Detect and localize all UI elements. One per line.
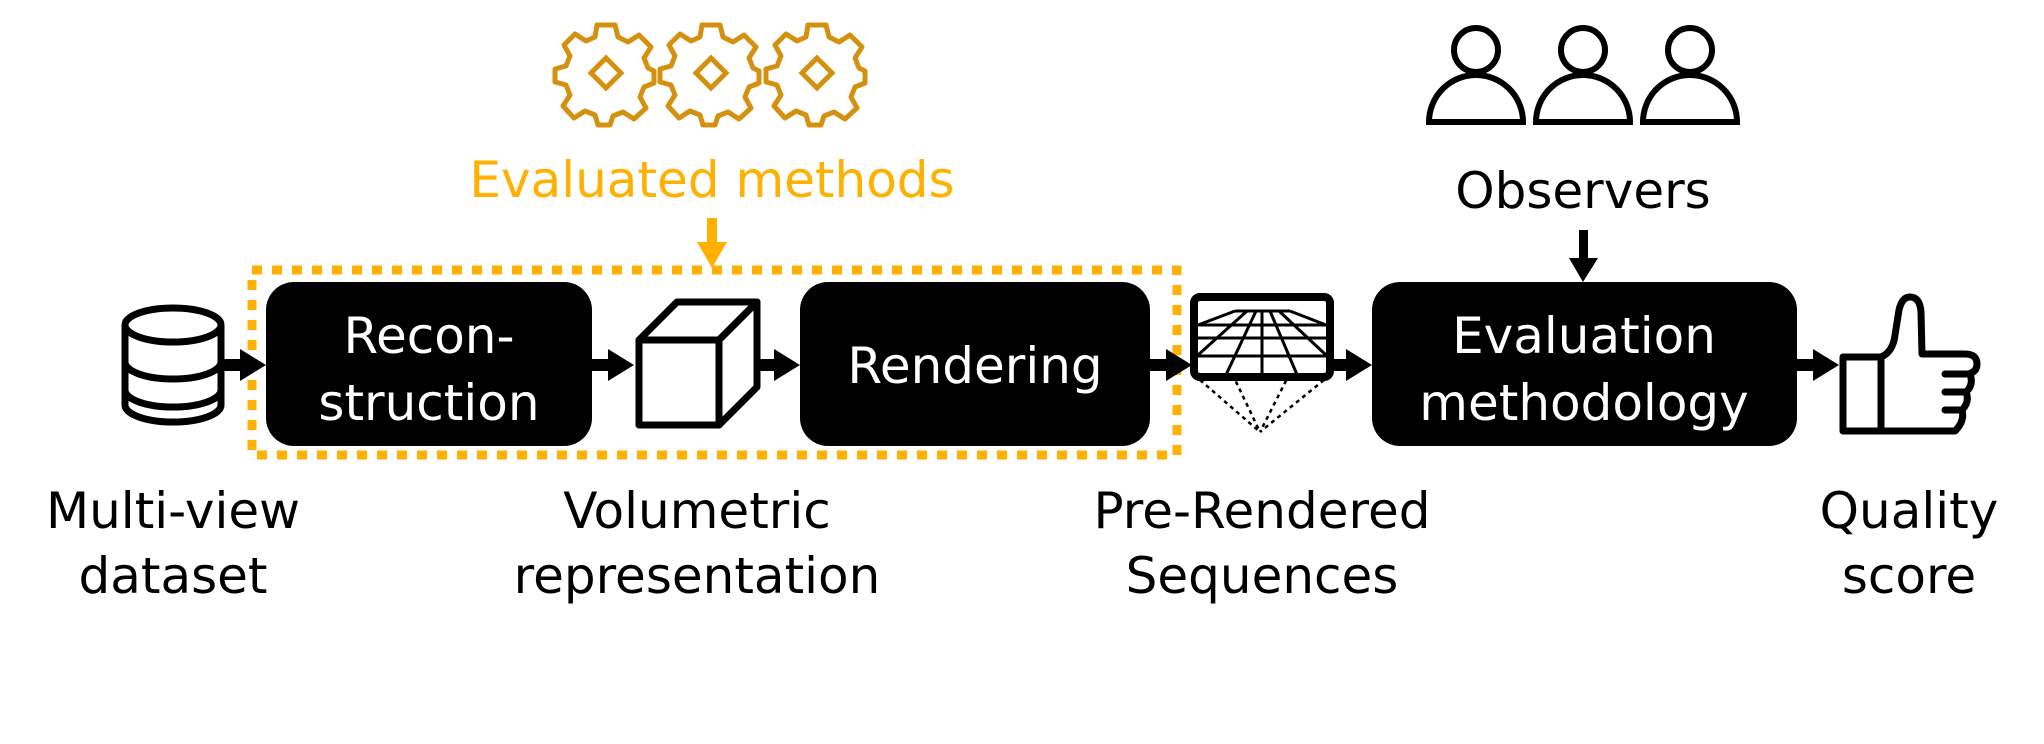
gear-icon [766,25,865,125]
screen-projection-icon [1190,293,1334,433]
gear-icon [660,25,759,125]
quality-label-line-2: score [1842,547,1976,605]
arrow-rendering-to-sequences [1150,349,1192,381]
arrow-evaluation-to-quality [1797,349,1839,381]
volumetric-label-line-1: Volumetric [563,482,831,540]
observers-group [1429,28,1737,122]
label-quality-score: Quality score [1820,482,1999,605]
reconstruction-line-1: Recon- [343,307,514,365]
rendering-box: Rendering [800,282,1150,446]
gears-group [555,25,865,125]
reconstruction-line-2: struction [318,374,539,432]
evaluated-methods-arrow [697,218,727,268]
arrow-dataset-to-reconstruction [224,349,266,381]
person-icon [1643,28,1737,122]
sequences-label-line-2: Sequences [1126,547,1399,605]
label-pre-rendered-sequences: Pre-Rendered Sequences [1094,482,1431,605]
quality-label-line-1: Quality [1820,482,1999,540]
cube-icon [635,298,761,429]
label-volumetric-representation: Volumetric representation [514,482,881,605]
evaluation-methodology-box: Evaluation methodology [1372,282,1797,446]
thumbs-up-icon [1839,293,1981,435]
arrow-reconstruction-to-volumetric [592,349,634,381]
volumetric-label-line-2: representation [514,547,881,605]
reconstruction-box: Recon- struction [266,282,592,446]
person-icon [1429,28,1523,122]
person-icon [1536,28,1630,122]
evaluation-line-1: Evaluation [1452,307,1716,365]
rendering-line-1: Rendering [847,337,1102,395]
gear-icon [555,25,654,125]
database-icon [121,304,225,426]
evaluation-line-2: methodology [1419,374,1749,432]
dataset-label-line-1: Multi-view [46,482,300,540]
label-multi-view-dataset: Multi-view dataset [46,482,300,605]
observers-label: Observers [1455,162,1710,220]
sequences-label-line-1: Pre-Rendered [1094,482,1431,540]
dataset-label-line-2: dataset [78,547,267,605]
observers-arrow [1569,230,1598,282]
arrow-volumetric-to-rendering [757,349,800,381]
evaluated-methods-label: Evaluated methods [469,151,954,209]
arrow-sequences-to-evaluation [1330,349,1372,381]
